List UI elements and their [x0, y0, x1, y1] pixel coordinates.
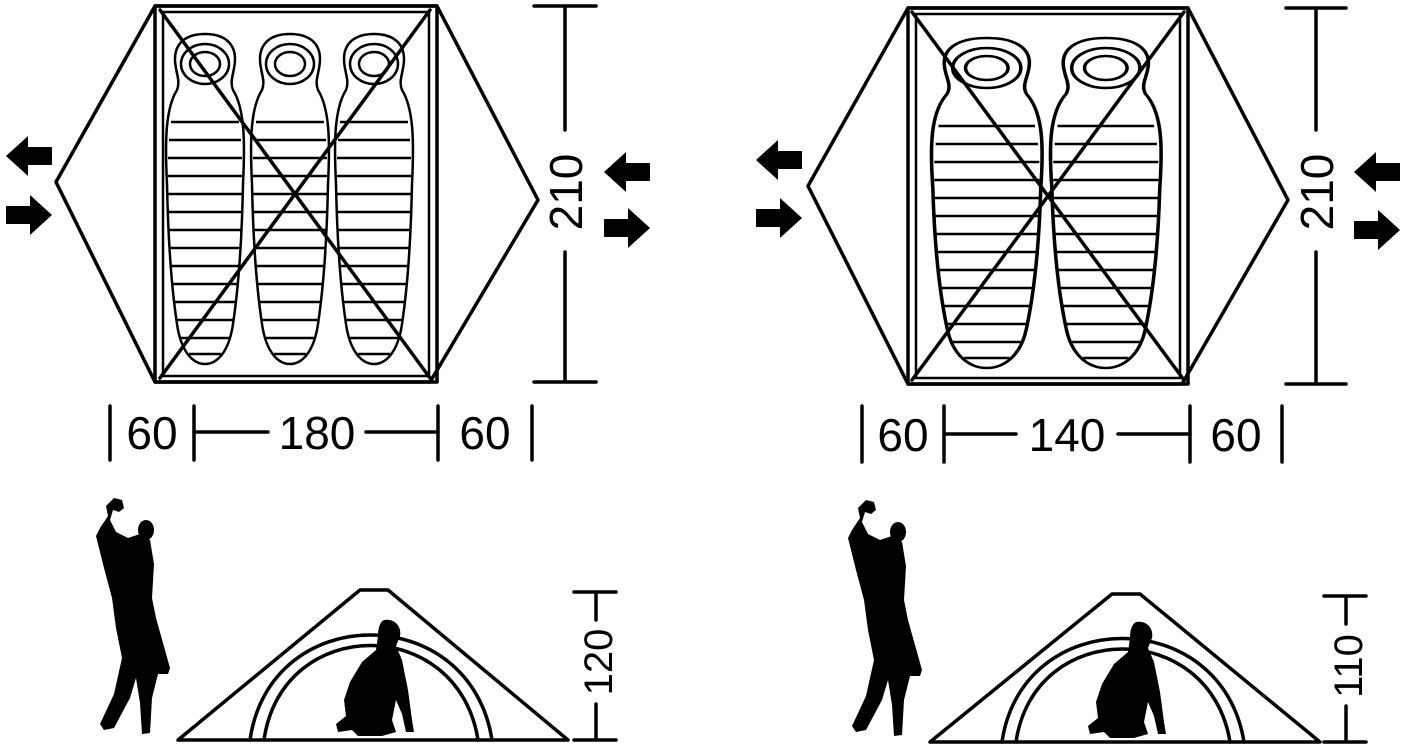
- length-dimension: 210: [532, 4, 598, 384]
- length-label: 210: [540, 154, 592, 231]
- sleeping-bag: [1048, 36, 1163, 370]
- tent-profile: [928, 592, 1322, 744]
- vestibule-left-label: 60: [877, 409, 928, 461]
- height-label: 120: [577, 629, 621, 696]
- standing-person-silhouette: [848, 500, 922, 736]
- arrow-left-icon: [6, 136, 52, 176]
- vestibule-left-label: 60: [126, 407, 177, 459]
- vestibule-right-label: 60: [459, 407, 510, 459]
- side-view-right: 110: [848, 500, 1371, 744]
- arrow-right-icon: [1354, 210, 1400, 250]
- arrow-left-icon: [604, 152, 650, 192]
- arrow-left-icon: [756, 140, 802, 180]
- pole-line: [910, 10, 1186, 382]
- tent-pole-arc: [1014, 647, 1232, 744]
- vestibule-right-label: 60: [1210, 409, 1261, 461]
- inner-tent-outline: [153, 4, 439, 384]
- width-dimension: 60 180 60: [108, 404, 534, 462]
- floorplan-left: 210 60 180 60: [6, 4, 650, 462]
- arrow-left-icon: [1354, 152, 1400, 192]
- standing-person-silhouette: [96, 498, 170, 734]
- length-dimension: 210: [1284, 6, 1348, 386]
- inner-width-label: 140: [1029, 409, 1106, 461]
- height-dimension: 110: [1322, 594, 1371, 744]
- side-view-left: 120: [96, 498, 621, 742]
- tent-pole-arc: [262, 643, 480, 742]
- pole-line: [158, 8, 432, 380]
- arrow-right-icon: [6, 195, 52, 235]
- tent-pole-arc: [248, 633, 494, 742]
- arrow-right-icon: [756, 198, 802, 238]
- tent-profile: [176, 588, 570, 742]
- arrow-right-icon: [604, 208, 650, 248]
- inner-tent-outline: [906, 6, 1190, 386]
- inner-width-label: 180: [279, 407, 356, 459]
- height-label: 110: [1327, 634, 1371, 698]
- tent-pole-arc: [1000, 636, 1246, 744]
- length-label: 210: [1291, 154, 1343, 231]
- sleeping-bag: [929, 36, 1044, 370]
- height-dimension: 120: [572, 590, 621, 742]
- floorplan-right: 210 60 140 60: [756, 6, 1400, 464]
- width-dimension: 60 140 60: [860, 404, 1284, 464]
